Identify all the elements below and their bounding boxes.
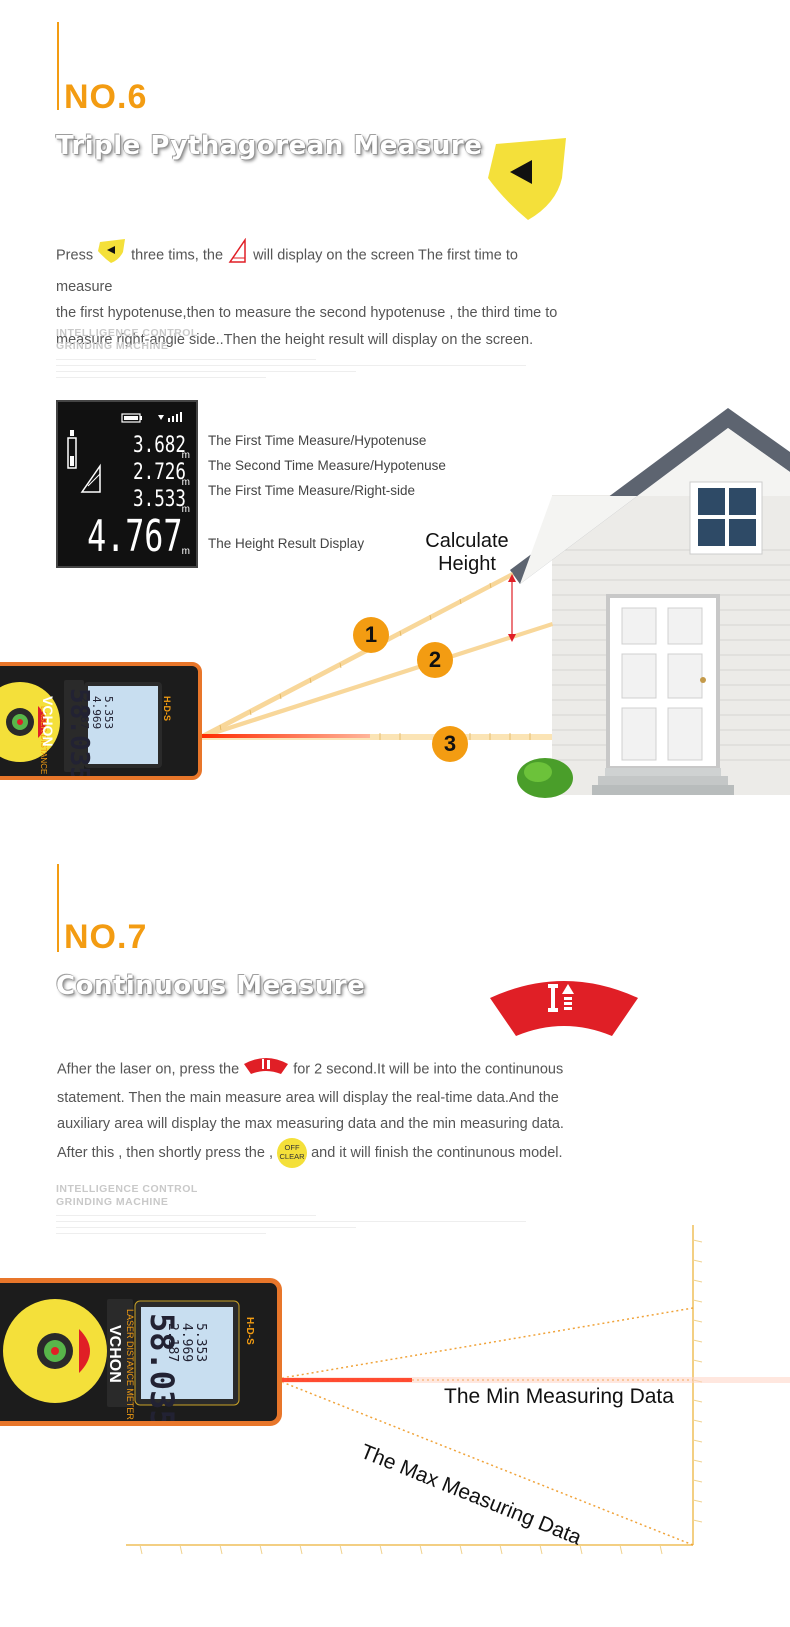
- paragraph-line-2: statement. Then the main measure area wi…: [57, 1089, 559, 1106]
- marker-2-label: 2: [428, 647, 442, 672]
- faint-line: [56, 371, 356, 372]
- section-accent-bar: [57, 22, 59, 110]
- pythagorean-key-small-icon: [97, 238, 127, 274]
- legend-first-hypotenuse: The First Time Measure/Hypotenuse: [208, 433, 427, 448]
- triangle-symbol-icon: [227, 237, 249, 274]
- faint-line: [56, 365, 526, 366]
- watermark-line-2: GRINDING MACHINE: [56, 340, 169, 352]
- paragraph-line-3: measure right-angle side..Then the heigh…: [56, 331, 534, 348]
- paragraph-line-2: the first hypotenuse,then to measure the…: [56, 305, 558, 321]
- paragraph-line-3: auxiliary area will display the max meas…: [57, 1116, 564, 1132]
- min-measuring-label: The Min Measuring Data: [444, 1385, 674, 1408]
- faint-line: [56, 1215, 316, 1216]
- measure-beams: [200, 572, 553, 740]
- watermark-line-1: INTELLIGENCE CONTROL: [56, 1183, 198, 1195]
- watermark-line-2: GRINDING MACHINE: [56, 1196, 169, 1208]
- lcd-graphics: [67, 412, 182, 493]
- pythagorean-illustration: [200, 408, 790, 798]
- watermark-line-1: INTELLIGENCE CONTROL: [56, 327, 198, 339]
- device-keypad: [0, 680, 162, 772]
- device-keypad: [3, 1299, 240, 1407]
- legend-height-result: The Height Result Display: [208, 536, 365, 551]
- lcd-main-unit: m: [181, 546, 190, 557]
- marker-2: [417, 642, 453, 678]
- continuous-key-small-icon: [243, 1055, 289, 1085]
- watermark: INTELLIGENCE CONTROL GRINDING MACHINE: [56, 1183, 198, 1209]
- text-after-this: After this , then shortly press the ,: [57, 1144, 273, 1161]
- text-press: Press: [56, 247, 94, 264]
- legend-right-side: The First Time Measure/Right-side: [208, 483, 416, 498]
- callout-line-2: Height: [438, 553, 496, 575]
- section-title: Triple Pythagorean Measure: [56, 131, 483, 161]
- faint-line: [56, 359, 316, 360]
- text-three-times: three tims, the: [131, 247, 224, 264]
- faint-line: [56, 377, 266, 378]
- paragraph-line-1: Press three tims, the will display on th…: [56, 237, 576, 300]
- device-subtitle: LASER DISTANCE METER: [125, 1309, 135, 1420]
- lcd-row-2: 2.726: [133, 460, 186, 485]
- section-title: Continuous Measure: [56, 971, 366, 1001]
- faint-line: [56, 1221, 526, 1222]
- device-model: H-D-S: [244, 1317, 255, 1345]
- legend-second-hypotenuse: The Second Time Measure/Hypotenuse: [208, 458, 446, 473]
- text-press-the: Afher the laser on, press the: [57, 1061, 240, 1078]
- lcd-row-3: 3.533: [133, 487, 186, 512]
- device-model: H-D-S: [162, 696, 172, 721]
- calculate-height-callout: Calculate Height: [418, 530, 516, 576]
- house-illustration: [510, 408, 790, 798]
- section-number: NO.6: [64, 78, 148, 116]
- text-finish: and it will finish the continunous model…: [311, 1144, 563, 1161]
- device-brand: VCHON: [106, 1325, 123, 1383]
- paragraph-line-1: Afher the laser on, press the for 2 seco…: [57, 1055, 617, 1085]
- instruction-paragraph: Press three tims, the will display on th…: [56, 237, 576, 353]
- text-display: will display on the screen The first tim…: [56, 247, 518, 295]
- lcd-row-1: 3.682: [133, 433, 186, 458]
- marker-3: [432, 726, 468, 762]
- lcd-main-reading: 4.767: [86, 511, 182, 562]
- lcd-readings: 3.682 2.726 3.533: [114, 432, 186, 513]
- text-two-seconds: for 2 second.It will be into the continu…: [293, 1061, 564, 1078]
- continuous-illustration: [126, 1225, 790, 1555]
- marker-1-label: 1: [364, 622, 378, 647]
- watermark: INTELLIGENCE CONTROL GRINDING MACHINE: [56, 327, 198, 353]
- marker-1: [353, 617, 389, 653]
- section-accent-bar: [57, 864, 59, 952]
- continuous-key-icon: [490, 981, 638, 1036]
- device-brand: VCHON: [40, 696, 56, 747]
- section-number: NO.7: [64, 918, 148, 956]
- paragraph-line-4: After this , then shortly press the , OF…: [57, 1137, 617, 1168]
- faint-line: [56, 1227, 356, 1228]
- faint-line: [56, 1233, 266, 1234]
- pythagorean-key-icon: [488, 138, 566, 220]
- callout-line-1: Calculate: [425, 530, 509, 552]
- marker-3-label: 3: [443, 731, 457, 756]
- measure-markers: [353, 617, 468, 762]
- instruction-paragraph: Afher the laser on, press the for 2 seco…: [57, 1055, 617, 1168]
